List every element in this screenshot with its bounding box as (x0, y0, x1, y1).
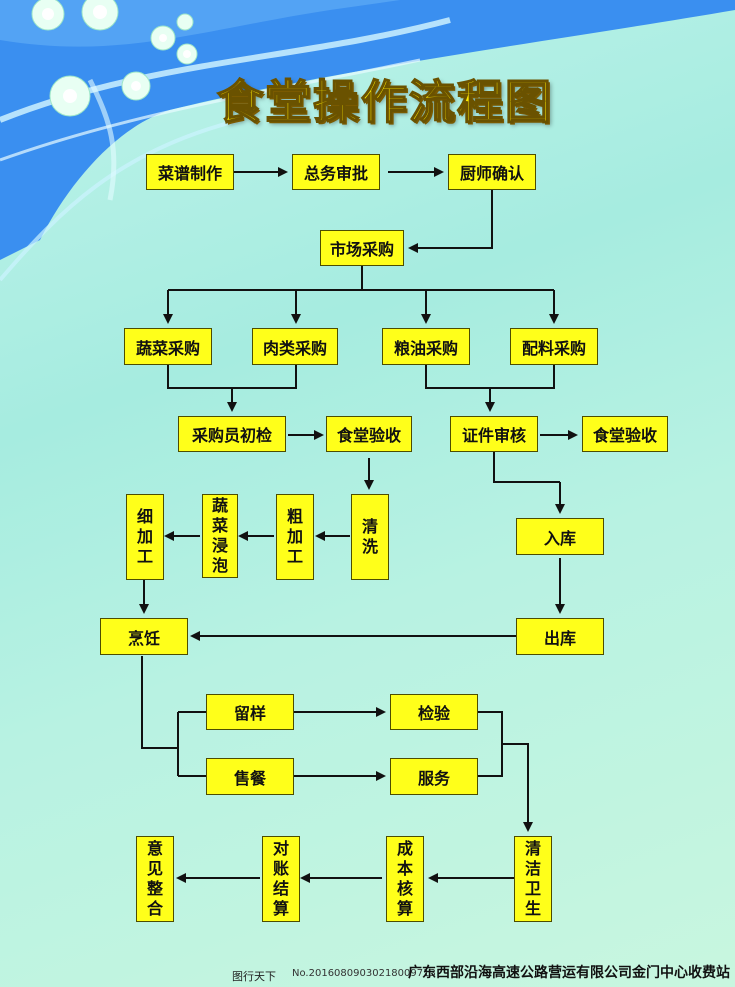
meat-purchase-box: 肉类采购 (252, 328, 338, 365)
fine-process-box: 细加工 (126, 494, 164, 580)
storage-out-box: 出库 (516, 618, 604, 655)
canteen-accept-box-2: 食堂验收 (582, 416, 668, 452)
inspect-box: 检验 (390, 694, 478, 730)
cook-box: 烹饪 (100, 618, 188, 655)
feedback-box: 意见整合 (136, 836, 174, 922)
veg-soak-box: 蔬菜浸泡 (202, 494, 238, 578)
grain-purchase-box: 粮油采购 (382, 328, 470, 365)
cert-review-box: 证件审核 (450, 416, 538, 452)
chef-confirm-box: 厨师确认 (448, 154, 536, 190)
watermark-site: 图行天下 (232, 970, 276, 983)
buyer-check-box: 采购员初检 (178, 416, 286, 452)
cost-account-box: 成本核算 (386, 836, 424, 922)
cleaning-box: 清洁卫生 (514, 836, 552, 922)
footer-org: 广东西部沿海高速公路营运有限公司金门中心收费站 (408, 965, 730, 981)
page-title: 食堂操作流程图 (216, 74, 553, 130)
recipe-box: 菜谱制作 (146, 154, 234, 190)
approve-box: 总务审批 (292, 154, 380, 190)
wash-box: 清洗 (351, 494, 389, 580)
storage-in-box: 入库 (516, 518, 604, 555)
rough-process-box: 粗加工 (276, 494, 314, 580)
service-box: 服务 (390, 758, 478, 795)
watermark-id: No.20160809030218009713 (292, 968, 436, 979)
sell-box: 售餐 (206, 758, 294, 795)
spice-purchase-box: 配料采购 (510, 328, 598, 365)
canteen-accept-box-1: 食堂验收 (326, 416, 412, 452)
reconcile-box: 对账结算 (262, 836, 300, 922)
veg-purchase-box: 蔬菜采购 (124, 328, 212, 365)
sample-box: 留样 (206, 694, 294, 730)
market-purchase-box: 市场采购 (320, 230, 404, 266)
